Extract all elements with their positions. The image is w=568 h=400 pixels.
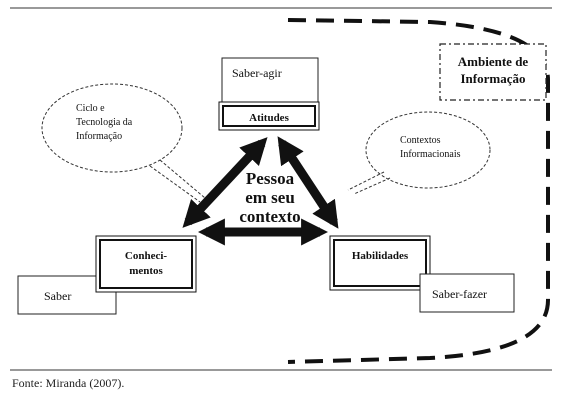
center-label-3: contexto	[239, 207, 300, 226]
saber-fazer-label: Saber-fazer	[432, 287, 487, 301]
contextos-label-1: Contextos	[400, 135, 441, 146]
ciclo-tail-1	[159, 159, 206, 199]
atitudes-box-inner	[222, 105, 316, 127]
figure-caption: Fonte: Miranda (2007).	[12, 376, 125, 390]
contextos-ellipse	[365, 111, 491, 189]
ambiente-box	[439, 43, 547, 101]
habilidades-label: Habilidades	[352, 250, 409, 262]
center-label-1: Pessoa	[246, 169, 295, 188]
center-label-2: em seu	[245, 188, 295, 207]
conhecimentos-label-1: Conheci-	[125, 250, 168, 262]
ciclo-label-1: Ciclo e	[76, 103, 105, 114]
ambiente-label-1: Ambiente de	[458, 54, 529, 69]
ambiente-label-2: Informação	[461, 71, 526, 86]
conhecimentos-box-inner	[99, 239, 193, 289]
contextos-tail-2	[353, 177, 391, 195]
arrow-left-edge	[182, 137, 268, 228]
saber-label: Saber	[44, 289, 71, 303]
ambiente-region-outline	[287, 18, 550, 364]
ciclo-label-3: Informação	[76, 131, 122, 142]
saber-fazer-box	[419, 273, 515, 313]
ciclo-label-2: Tecnologia da	[76, 117, 133, 128]
contextos-tail-1	[347, 171, 385, 191]
conhecimentos-label-2: mentos	[129, 265, 163, 277]
ciclo-ellipse	[41, 83, 183, 173]
contextos-label-2: Informacionais	[400, 149, 461, 160]
atitudes-label: Atitudes	[249, 112, 289, 124]
saber-agir-label: Saber-agir	[232, 66, 282, 80]
habilidades-box-inner	[333, 239, 427, 287]
ciclo-tail-2	[149, 165, 201, 203]
saber-agir-box	[221, 57, 319, 105]
arrow-right-edge	[277, 136, 339, 229]
